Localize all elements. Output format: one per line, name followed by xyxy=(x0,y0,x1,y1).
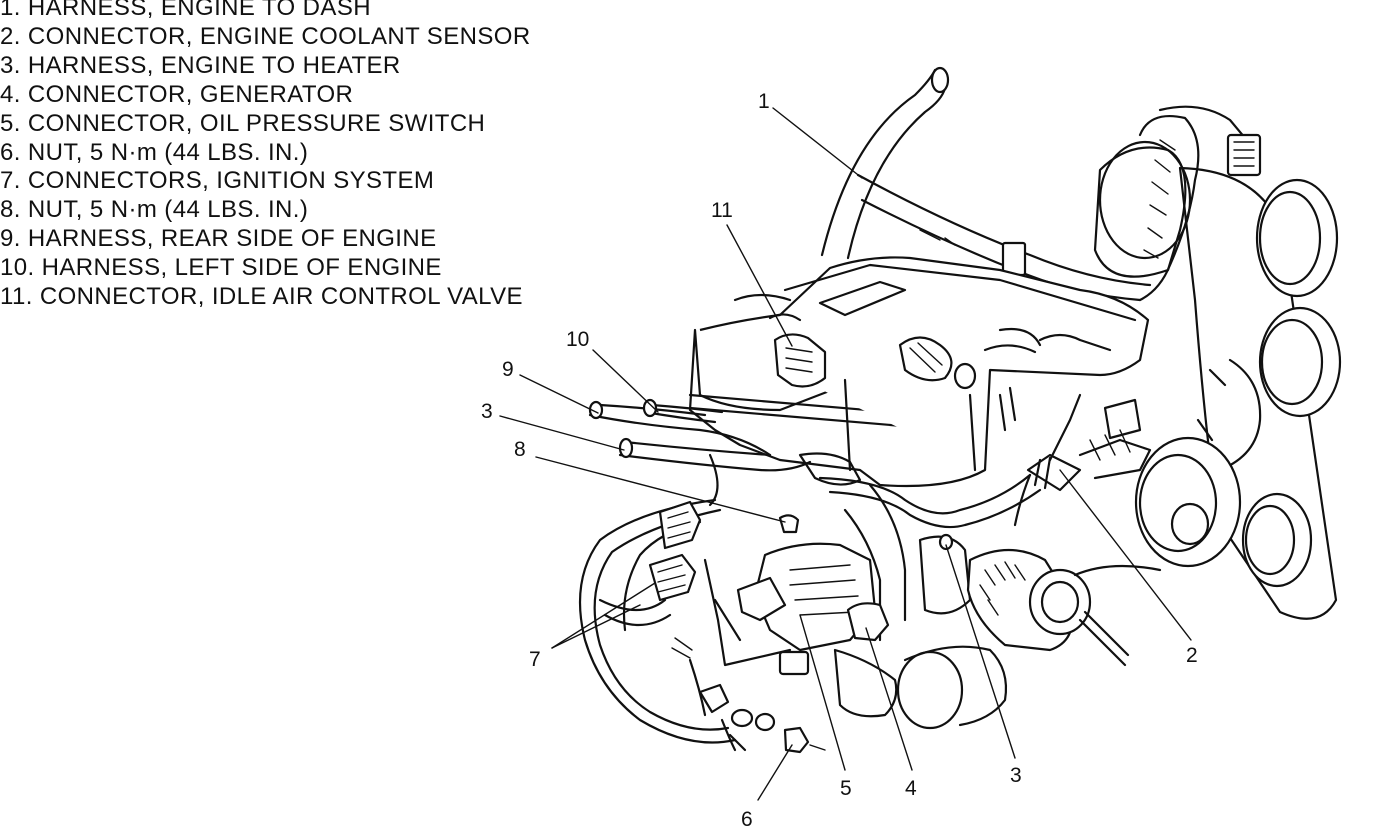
callout-11: 11 xyxy=(711,199,733,222)
legend-item: 11. CONNECTOR, IDLE AIR CONTROL VALVE xyxy=(0,283,523,311)
harness-loop xyxy=(1138,105,1262,302)
callout-3-left: 3 xyxy=(481,400,493,423)
legend-item: 7. CONNECTORS, IGNITION SYSTEM xyxy=(0,167,435,195)
ignition-connectors xyxy=(578,498,826,754)
callout-2: 2 xyxy=(1186,644,1198,667)
lower-engine-components xyxy=(736,483,1162,730)
callout-6: 6 xyxy=(741,808,753,830)
pulley-assembly xyxy=(1093,140,1342,620)
callout-8: 8 xyxy=(514,438,526,461)
legend-item: 3. HARNESS, ENGINE TO HEATER xyxy=(0,51,401,79)
legend-item: 10. HARNESS, LEFT SIDE OF ENGINE xyxy=(0,254,442,282)
callout-4: 4 xyxy=(905,777,917,800)
legend-item: 1. HARNESS, ENGINE TO DASH xyxy=(0,0,371,21)
engine-block xyxy=(688,256,1150,488)
idle-air-control-connector xyxy=(768,313,827,388)
legend-item: 4. CONNECTOR, GENERATOR xyxy=(0,80,354,108)
legend-item: 9. HARNESS, REAR SIDE OF ENGINE xyxy=(0,225,437,253)
legend-item: 2. CONNECTOR, ENGINE COOLANT SENSOR xyxy=(0,22,531,50)
callout-7: 7 xyxy=(529,648,541,671)
callout-10: 10 xyxy=(566,328,589,351)
legend-item: 5. CONNECTOR, OIL PRESSURE SWITCH xyxy=(0,109,486,137)
callout-1: 1 xyxy=(758,90,770,113)
parts-legend: 1. HARNESS, ENGINE TO DASH 2. CONNECTOR,… xyxy=(0,0,640,312)
callout-leaders xyxy=(499,107,1192,801)
callout-labels: 1 2 3 3 4 5 6 7 8 9 10 11 xyxy=(481,90,1198,830)
harness-left-bundles xyxy=(588,393,1152,529)
callout-3-bottom: 3 xyxy=(1010,764,1022,787)
callout-9: 9 xyxy=(502,358,514,381)
legend-item: 8. NUT, 5 N·m (44 LBS. IN.) xyxy=(0,196,309,224)
callout-5: 5 xyxy=(840,777,852,800)
legend-item: 6. NUT, 5 N·m (44 LBS. IN.) xyxy=(0,138,309,166)
